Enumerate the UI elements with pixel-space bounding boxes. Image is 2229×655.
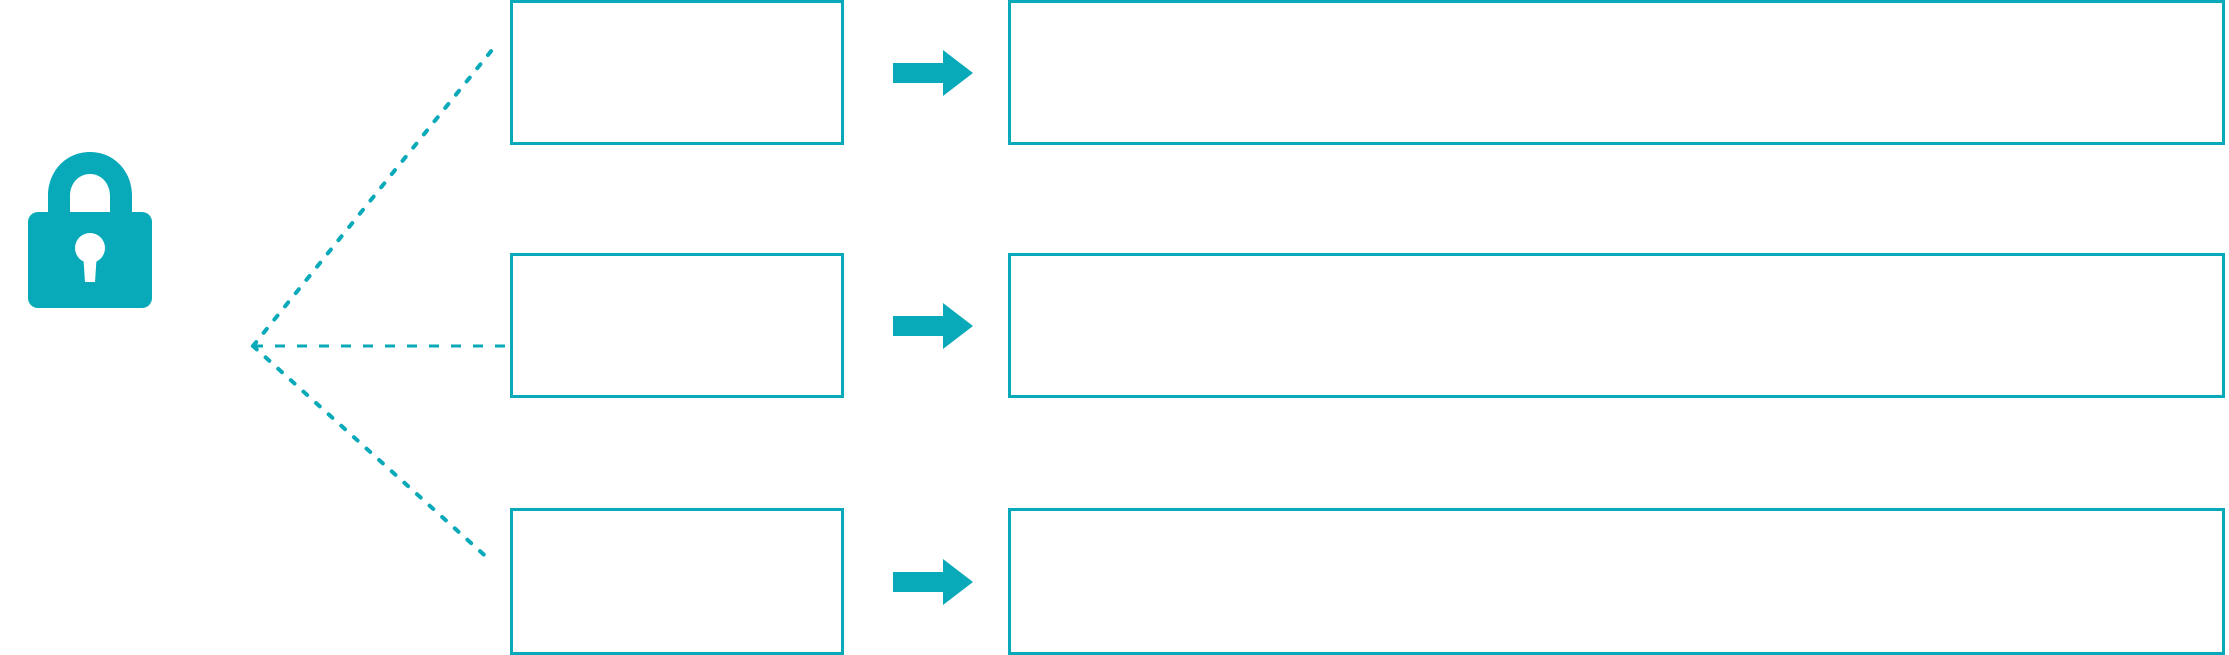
right-arrow-icon [893, 302, 973, 349]
effect-box-1-label [1011, 3, 2222, 23]
right-arrow-icon [893, 49, 973, 96]
diagram-row [0, 508, 2229, 655]
effect-box-3-label [1011, 511, 2222, 531]
cause-box-3-label [513, 511, 841, 531]
cause-box-2-label [513, 256, 841, 276]
effect-box-2-label [1011, 256, 2222, 276]
cause-box-1[interactable] [510, 0, 844, 145]
diagram-row [0, 0, 2229, 145]
lock-icon [26, 150, 154, 310]
effect-box-1[interactable] [1008, 0, 2225, 145]
diagram-row [0, 253, 2229, 398]
effect-box-2[interactable] [1008, 253, 2225, 398]
cause-box-3[interactable] [510, 508, 844, 655]
right-arrow-icon [893, 558, 973, 605]
cause-box-1-label [513, 3, 841, 23]
effect-box-3[interactable] [1008, 508, 2225, 655]
cause-box-2[interactable] [510, 253, 844, 398]
